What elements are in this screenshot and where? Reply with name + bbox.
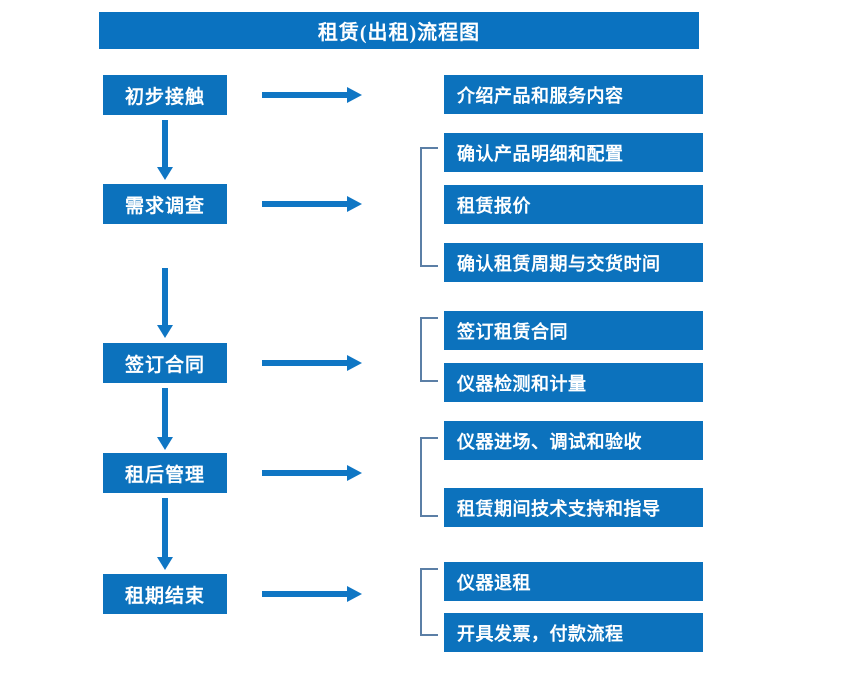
horizontal-arrow-2 — [262, 196, 362, 212]
detail-box-7[interactable]: 仪器进场、调试和验收 — [444, 421, 703, 460]
arrow-shaft — [162, 388, 168, 437]
horizontal-arrow-1 — [262, 87, 362, 103]
arrow-head — [347, 87, 362, 103]
stage-box-1[interactable]: 初步接触 — [103, 75, 227, 115]
detail-box-2[interactable]: 确认产品明细和配置 — [444, 133, 703, 172]
arrow-shaft — [162, 268, 168, 325]
group-bracket-3 — [420, 317, 438, 382]
arrow-shaft — [162, 120, 168, 167]
arrow-shaft — [262, 591, 348, 597]
arrow-shaft — [162, 498, 168, 557]
arrow-head — [347, 586, 362, 602]
arrow-head — [157, 167, 173, 180]
detail-box-5[interactable]: 签订租赁合同 — [444, 311, 703, 350]
stage-box-3[interactable]: 签订合同 — [103, 343, 227, 383]
arrow-head — [347, 196, 362, 212]
detail-box-8[interactable]: 租赁期间技术支持和指导 — [444, 488, 703, 527]
group-bracket-4 — [420, 437, 438, 517]
page-title: 租赁(出租)流程图 — [99, 12, 699, 49]
vertical-arrow-4-to-5 — [157, 498, 173, 570]
horizontal-arrow-5 — [262, 586, 362, 602]
horizontal-arrow-3 — [262, 355, 362, 371]
detail-box-3[interactable]: 租赁报价 — [444, 185, 703, 224]
vertical-arrow-3-to-4 — [157, 388, 173, 450]
group-bracket-5 — [420, 568, 438, 636]
arrow-shaft — [262, 360, 348, 366]
arrow-head — [157, 325, 173, 338]
arrow-shaft — [262, 201, 348, 207]
vertical-arrow-1-to-2 — [157, 120, 173, 180]
arrow-head — [157, 437, 173, 450]
detail-box-9[interactable]: 仪器退租 — [444, 562, 703, 601]
stage-box-2[interactable]: 需求调查 — [103, 184, 227, 224]
stage-box-5[interactable]: 租期结束 — [103, 574, 227, 614]
detail-box-6[interactable]: 仪器检测和计量 — [444, 363, 703, 402]
stage-box-4[interactable]: 租后管理 — [103, 453, 227, 493]
arrow-shaft — [262, 92, 348, 98]
arrow-head — [157, 557, 173, 570]
detail-box-4[interactable]: 确认租赁周期与交货时间 — [444, 243, 703, 282]
vertical-arrow-2-to-3 — [157, 268, 173, 338]
detail-box-10[interactable]: 开具发票，付款流程 — [444, 613, 703, 652]
arrow-shaft — [262, 470, 348, 476]
arrow-head — [347, 355, 362, 371]
detail-box-1[interactable]: 介绍产品和服务内容 — [444, 75, 703, 114]
arrow-head — [347, 465, 362, 481]
horizontal-arrow-4 — [262, 465, 362, 481]
group-bracket-2 — [420, 147, 438, 267]
